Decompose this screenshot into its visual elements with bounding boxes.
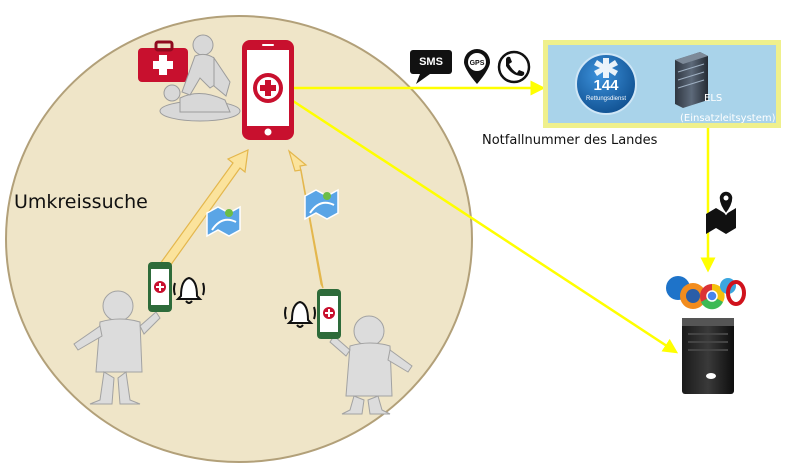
gps-label: GPS xyxy=(469,60,485,67)
els-label: ELS xyxy=(704,93,723,104)
map-route-icon xyxy=(304,188,339,221)
map-location-icon xyxy=(706,190,736,234)
phone-call-icon xyxy=(497,50,531,84)
bell-icon xyxy=(284,300,316,328)
rescue-service-label: Rettungsdienst xyxy=(585,96,627,102)
helper-phone-icon xyxy=(148,262,172,312)
els-full-label: (Einsatzleitsystem) xyxy=(680,113,776,124)
sms-icon xyxy=(410,50,452,84)
search-area-label: Umkreissuche xyxy=(14,191,148,213)
emergency-number-label: Notfallnummer des Landes xyxy=(482,133,658,148)
server-tower-icon xyxy=(675,52,708,108)
cpr-scene-icon xyxy=(159,34,241,122)
star-of-life-icon xyxy=(575,53,637,115)
sms-label: SMS xyxy=(419,56,443,68)
person-with-phone-icon xyxy=(329,315,413,415)
rescue-number-label: 144 xyxy=(593,77,619,94)
connector-to-server xyxy=(292,99,679,354)
approach-arrow-right xyxy=(287,149,324,289)
browser-logos-icon xyxy=(666,276,746,310)
gps-pin-icon xyxy=(464,49,490,84)
first-aid-kit-icon xyxy=(138,40,188,82)
person-with-phone-icon xyxy=(73,290,161,405)
bell-icon xyxy=(173,276,205,304)
search-radius-circle xyxy=(5,15,473,463)
map-route-icon xyxy=(206,205,241,238)
web-server-icon xyxy=(682,318,734,394)
helper-phone-icon xyxy=(317,289,341,339)
first-aider-phone-icon xyxy=(242,40,294,140)
approach-arrow-left xyxy=(156,149,249,274)
